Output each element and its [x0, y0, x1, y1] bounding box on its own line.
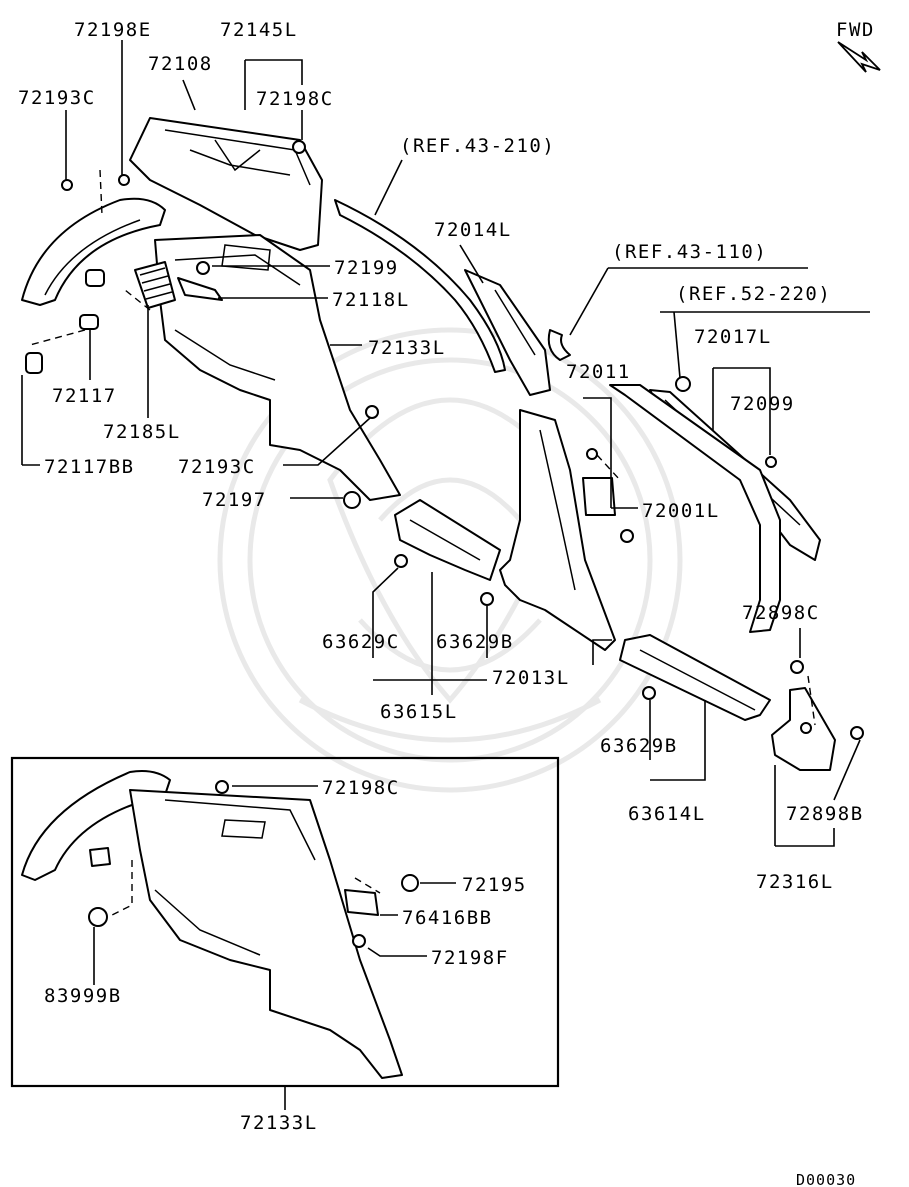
- callout-72193C-mid: 72193C: [178, 456, 256, 478]
- callout-72316L: 72316L: [756, 871, 834, 893]
- callout-72898C: 72898C: [742, 602, 820, 624]
- quarter-trim-upper-72145L: [129, 117, 323, 251]
- callout-72118L: 72118L: [332, 289, 410, 311]
- inset-title-72133L: 72133L: [240, 1112, 318, 1134]
- callout-63614L: 63614L: [628, 803, 706, 825]
- clip-72199: [196, 261, 210, 275]
- callout-72117: 72117: [52, 385, 117, 407]
- clip-72001L-b: [620, 529, 634, 543]
- callout-72898B: 72898B: [786, 803, 864, 825]
- bracket-72118L: [177, 277, 223, 301]
- callout-72001L: 72001L: [642, 500, 720, 522]
- clip-72117BB: [25, 352, 43, 374]
- callout-72013L: 72013L: [492, 667, 570, 689]
- callout-72199: 72199: [334, 257, 399, 279]
- inset-callout-76416BB: 76416BB: [402, 907, 493, 929]
- inset-callout-72195: 72195: [462, 874, 527, 896]
- inset-callout-83999B: 83999B: [44, 985, 122, 1007]
- ref-43-110: (REF.43-110): [612, 241, 767, 263]
- drawing-code: D00030: [796, 1171, 856, 1187]
- wheel-arch-trim: [21, 197, 166, 306]
- callout-72117BB: 72117BB: [44, 456, 135, 478]
- fasteners: [25, 140, 864, 740]
- callout-72133L-main: 72133L: [368, 337, 446, 359]
- inset-clip-83999B: [88, 907, 108, 927]
- callout-72193C-top: 72193C: [18, 87, 96, 109]
- inset-clip-72198F: [352, 934, 366, 948]
- fwd-label: FWD: [836, 19, 875, 41]
- trim-strip-ref-52-220: [609, 384, 781, 633]
- callout-72017L: 72017L: [694, 326, 772, 348]
- clip-72193C-top: [61, 179, 73, 191]
- pillar-trim-72013L: [499, 409, 616, 651]
- speaker-grille-72185L: [134, 261, 176, 309]
- scuff-plate-63614L: [619, 634, 771, 721]
- ref-43-210: (REF.43-210): [400, 135, 555, 157]
- inset-quarter-trim: [129, 789, 403, 1079]
- clip-72117-b: [79, 314, 99, 330]
- callout-72185L: 72185L: [103, 421, 181, 443]
- callout-72198E: 72198E: [74, 19, 152, 41]
- clip-72198E: [118, 174, 130, 186]
- callout-72014L: 72014L: [434, 219, 512, 241]
- weatherstrip-72011: [547, 329, 571, 361]
- inset-clip-72195: [401, 874, 419, 892]
- callout-72108: 72108: [148, 53, 213, 75]
- clip-72117: [85, 269, 105, 287]
- clip-63629B-right: [642, 686, 656, 700]
- callout-63629C: 63629C: [322, 631, 400, 653]
- inset-clip-72198C: [215, 780, 229, 794]
- roof-rail-ref-43-210: [334, 199, 506, 373]
- callout-72011: 72011: [566, 361, 631, 383]
- inset-callout-72198F: 72198F: [431, 947, 509, 969]
- callout-72099: 72099: [730, 393, 795, 415]
- quarter-trim-lower-72133L: [154, 234, 401, 501]
- leader-lines: [21, 40, 870, 847]
- scuff-plate-63615L: [394, 499, 501, 581]
- clip-72898C: [790, 660, 804, 674]
- callout-labels: 72198E 72145L 72108 72198C 72193C 72199 …: [18, 19, 864, 893]
- inset-callout-72198C: 72198C: [322, 777, 400, 799]
- clip-63629B-mid: [480, 592, 494, 606]
- clip-72198C-top: [292, 140, 306, 154]
- guide-lines: [29, 169, 816, 726]
- callout-63629B-right: 63629B: [600, 735, 678, 757]
- callout-63629B-mid: 63629B: [436, 631, 514, 653]
- clip-72898B: [850, 726, 864, 740]
- callout-72198C-top: 72198C: [256, 88, 334, 110]
- callout-72145L: 72145L: [220, 19, 298, 41]
- clip-63629C: [394, 554, 408, 568]
- clip-72099-a: [675, 376, 691, 392]
- inset-detail: 72198C 72195 76416BB 72198F 83999B 72133…: [10, 756, 560, 1134]
- callout-63615L: 63615L: [380, 701, 458, 723]
- bracket-72001L: [582, 477, 616, 516]
- callout-72197: 72197: [202, 489, 267, 511]
- fwd-arrow: FWD: [836, 19, 881, 73]
- clip-72099-b: [765, 456, 777, 468]
- clip-72193C-mid: [365, 405, 379, 419]
- clip-72197: [343, 491, 361, 509]
- clip-72316L: [800, 722, 812, 734]
- clip-72001L-screw: [586, 448, 598, 460]
- inset-bracket-76416BB: [344, 889, 379, 916]
- ref-52-220: (REF.52-220): [676, 283, 831, 305]
- pillar-trim-72014L: [464, 269, 551, 396]
